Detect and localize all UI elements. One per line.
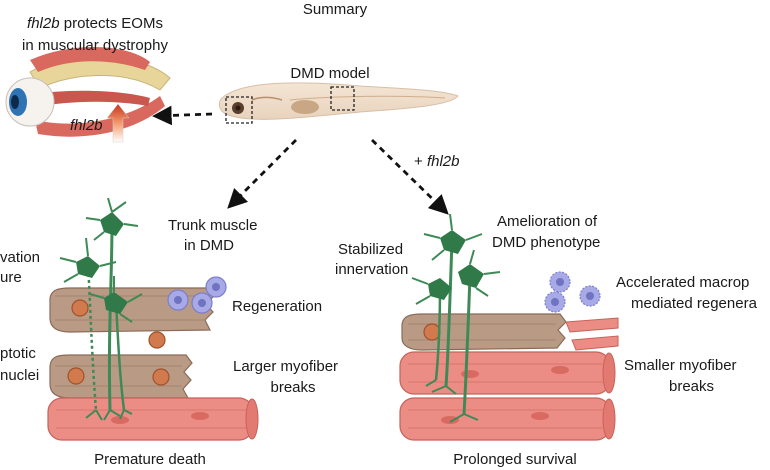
left-innervation-line1: vation bbox=[0, 249, 41, 266]
right-regen-line1: Accelerated macrop bbox=[616, 274, 750, 291]
left-breaks-line1: Larger myofiber bbox=[233, 358, 339, 375]
upregulation-arrow-icon bbox=[106, 103, 130, 143]
zebrafish-larva-illustration bbox=[218, 82, 459, 124]
left-macrophages bbox=[167, 276, 227, 314]
right-heading-line2: DMD phenotype bbox=[492, 234, 601, 251]
right-innervation-line1: Stabilized bbox=[338, 241, 404, 258]
left-breaks-line2: breaks bbox=[270, 379, 316, 396]
eom-gene-label: fhl2b bbox=[70, 117, 103, 134]
eye-muscle-illustration bbox=[5, 47, 171, 137]
eom-title: fhl2b protects EOMs bbox=[0, 14, 190, 33]
trunk-inset-box bbox=[330, 86, 355, 111]
right-breaks-line2: breaks bbox=[669, 378, 715, 395]
eom-title-line2: in muscular dystrophy bbox=[22, 37, 168, 54]
left-apoptotic-line1: ptotic bbox=[0, 345, 36, 362]
left-apoptotic-line2: nuclei bbox=[0, 367, 40, 384]
dmd-model-label: DMD model bbox=[290, 65, 370, 82]
right-breaks-line1: Smaller myofiber bbox=[624, 357, 737, 374]
fhl2b-arrow-label: + fhl2b bbox=[414, 152, 459, 171]
right-macrophages bbox=[544, 271, 601, 313]
head-inset-box bbox=[225, 96, 253, 124]
left-heading-line2: in DMD bbox=[184, 237, 235, 254]
left-heading-line1: Trunk muscle bbox=[168, 217, 258, 234]
right-regen-line2: mediated regenera bbox=[631, 295, 757, 312]
fhl2b-prefix: + bbox=[414, 153, 423, 170]
right-panel-artwork bbox=[399, 213, 619, 441]
fhl2b-gene: fhl2b bbox=[426, 153, 460, 170]
eom-title-rest: protects EOMs bbox=[63, 15, 163, 32]
arrow-to-rescued bbox=[371, 138, 449, 215]
right-innervation-line2: innervation bbox=[335, 261, 409, 278]
eom-title-gene: fhl2b bbox=[27, 15, 60, 32]
summary-title: Summary bbox=[302, 1, 368, 18]
arrow-to-dmd bbox=[227, 139, 297, 209]
arrow-to-eom bbox=[152, 105, 213, 126]
left-regeneration: Regeneration bbox=[232, 298, 323, 315]
right-heading-line1: Amelioration of bbox=[497, 213, 598, 230]
right-outcome: Prolonged survival bbox=[453, 451, 577, 468]
left-innervation-line2: ure bbox=[0, 269, 22, 286]
left-outcome: Premature death bbox=[94, 451, 206, 468]
